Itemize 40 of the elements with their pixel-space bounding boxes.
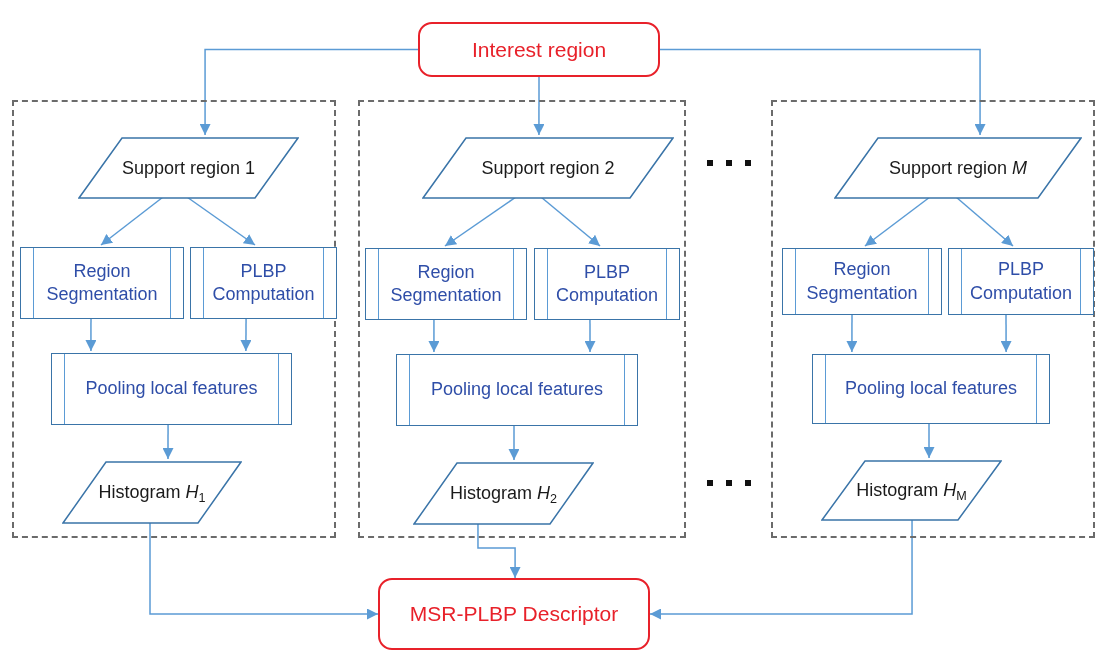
node-label: PLBP Computation [968,258,1074,305]
process-box [782,248,942,315]
terminal-box [378,578,650,650]
node-label: Histogram H$_{1}$ [98,482,206,503]
node-label: MSR-PLBP Descriptor [409,602,619,626]
dashed-group-frame [12,100,336,538]
data-parallelogram [422,137,674,199]
node-label: Support region 1 [121,157,256,179]
dashed-group-frame [771,100,1095,538]
process-box [365,248,527,320]
arrow [199,48,419,136]
process-box [51,353,292,425]
node-label: Pooling local features [844,377,1018,401]
node-label: Pooling local features [430,378,604,402]
process-box [948,248,1094,315]
data-parallelogram [821,460,1002,521]
arrow [533,76,545,136]
node-label: Region Segmentation [389,260,503,307]
node-label: Interest region [471,37,607,62]
node-label: Pooling local features [85,377,258,401]
node-label: Support region M [888,157,1028,179]
process-box [396,354,638,426]
node-label: Histogram H$_{M}$ [856,480,967,501]
node-label: Histogram H$_{2}$ [449,483,557,504]
terminal-box [418,22,660,77]
node-label: Region Segmentation [805,258,919,305]
dashed-group-frame [358,100,686,538]
process-box [190,247,337,319]
arrow [659,48,986,136]
process-box [812,354,1050,424]
node-label: PLBP Computation [211,259,316,306]
node-label: PLBP Computation [554,260,660,307]
data-parallelogram [78,137,299,199]
data-parallelogram [62,461,242,524]
data-parallelogram [413,462,594,525]
process-box [534,248,680,320]
node-label: Region Segmentation [45,259,159,306]
data-parallelogram [834,137,1082,199]
node-label: Support region 2 [481,157,615,179]
process-box [20,247,184,319]
